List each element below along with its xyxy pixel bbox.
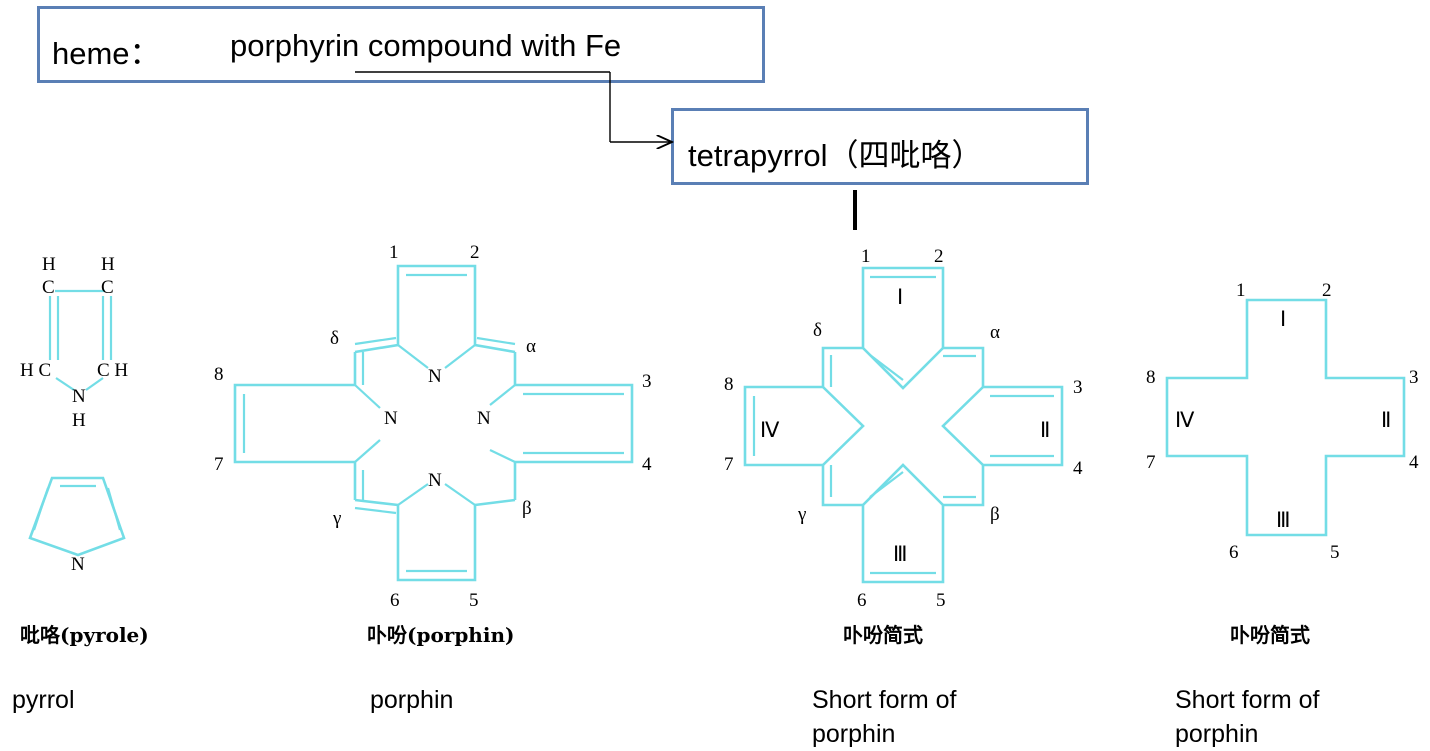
connector-arrow bbox=[355, 71, 672, 142]
porphin-pos-7: 7 bbox=[214, 454, 224, 475]
porphin-pos-1: 1 bbox=[389, 242, 399, 263]
sf1-pos-8: 8 bbox=[724, 374, 734, 395]
pyrrole-h-bottom: H bbox=[72, 410, 86, 431]
porphin-n-right: N bbox=[477, 408, 491, 429]
sf1-gamma: γ bbox=[797, 504, 806, 525]
pyrrole-ring-n: N bbox=[71, 554, 85, 575]
pyrrole-c2: C bbox=[101, 277, 114, 298]
sf2-pos-6: 6 bbox=[1229, 542, 1239, 563]
porphin-n-bottom: N bbox=[428, 470, 442, 491]
porphin-beta: β bbox=[522, 498, 532, 519]
porphin-pos-4: 4 bbox=[642, 454, 652, 475]
sf2-pos-1: 1 bbox=[1236, 280, 1246, 301]
sf1-ring-1: Ⅰ bbox=[897, 285, 903, 309]
porphin-n-left: N bbox=[384, 408, 398, 429]
sf1-pos-6: 6 bbox=[857, 590, 867, 611]
pyrrole-structure: H H C C H C C H N H N bbox=[20, 254, 128, 575]
short-form-2-structure: Ⅰ Ⅱ Ⅲ Ⅳ 1 2 3 4 5 6 7 8 bbox=[1146, 280, 1419, 563]
sf1-beta: β bbox=[990, 504, 1000, 525]
porphin-pos-3: 3 bbox=[642, 371, 652, 392]
sf2-pos-7: 7 bbox=[1146, 452, 1156, 473]
tetrapyrrol-label: tetrapyrrol（四吡咯） bbox=[688, 138, 983, 173]
heme-term: heme： bbox=[52, 36, 161, 71]
porphin-n-top: N bbox=[428, 366, 442, 387]
tetrapyrrol-box bbox=[671, 108, 1089, 185]
porphin-alpha: α bbox=[526, 336, 536, 357]
sf2-pos-5: 5 bbox=[1330, 542, 1340, 563]
sf1-pos-2: 2 bbox=[934, 246, 944, 267]
sf1-ring-2: Ⅱ bbox=[1040, 418, 1050, 442]
heme-definition: porphyrin compound with Fe bbox=[230, 28, 622, 63]
pyrrole-caption-cn: 吡咯(pyrole) bbox=[20, 623, 149, 647]
pyrrole-n: N bbox=[72, 386, 86, 407]
porphin-pos-8: 8 bbox=[214, 364, 224, 385]
porphin-pos-6: 6 bbox=[390, 590, 400, 611]
sf1-ring-4: Ⅳ bbox=[760, 418, 780, 442]
sf1-pos-5: 5 bbox=[936, 590, 946, 611]
sf2-ring-3: Ⅲ bbox=[1276, 508, 1290, 532]
short-form-1-structure: Ⅰ Ⅱ Ⅲ Ⅳ 1 2 3 4 5 6 7 8 α β γ δ bbox=[724, 246, 1083, 611]
porphin-gamma: γ bbox=[332, 508, 341, 529]
sf2-caption-en-line1: Short form of bbox=[1175, 686, 1320, 714]
sf1-caption-en: Short form of porphin bbox=[812, 683, 957, 751]
pyrrole-caption-en: pyrrol bbox=[12, 686, 75, 714]
sf2-ring-4: Ⅳ bbox=[1175, 408, 1195, 432]
pyrrole-c1: C bbox=[42, 277, 55, 298]
pyrrole-h1: H bbox=[42, 254, 56, 275]
sf2-pos-8: 8 bbox=[1146, 367, 1156, 388]
porphin-caption-en: porphin bbox=[370, 686, 454, 714]
sf1-pos-4: 4 bbox=[1073, 458, 1083, 479]
sf2-pos-2: 2 bbox=[1322, 280, 1332, 301]
sf2-caption-en: Short form of porphin bbox=[1175, 683, 1320, 751]
sf1-caption-en-line2: porphin bbox=[812, 720, 896, 748]
sf1-caption-cn: 卟吩简式 bbox=[843, 623, 923, 647]
sf1-pos-3: 3 bbox=[1073, 377, 1083, 398]
pyrrole-ch-right: C H bbox=[97, 360, 128, 381]
pyrrole-h2: H bbox=[101, 254, 115, 275]
sf1-pos-1: 1 bbox=[861, 246, 871, 267]
porphin-delta: δ bbox=[330, 328, 339, 349]
sf1-delta: δ bbox=[813, 320, 822, 341]
porphin-pos-2: 2 bbox=[470, 242, 480, 263]
sf1-caption-en-line1: Short form of bbox=[812, 686, 957, 714]
sf2-ring-2: Ⅱ bbox=[1381, 408, 1391, 432]
sf2-pos-4: 4 bbox=[1409, 452, 1419, 473]
heme-box bbox=[37, 6, 765, 83]
sf1-alpha: α bbox=[990, 322, 1000, 343]
porphin-structure: N N N N 1 2 3 4 5 6 7 8 α β γ δ bbox=[214, 242, 652, 611]
pyrrole-hc-left: H C bbox=[20, 360, 51, 381]
sf2-caption-cn: 卟吩简式 bbox=[1230, 623, 1310, 647]
sf2-caption-en-line2: porphin bbox=[1175, 720, 1259, 748]
porphin-caption-cn: 卟吩(porphin) bbox=[367, 623, 515, 647]
porphin-pos-5: 5 bbox=[469, 590, 479, 611]
sf1-pos-7: 7 bbox=[724, 454, 734, 475]
sf2-ring-1: Ⅰ bbox=[1280, 307, 1286, 331]
sf2-pos-3: 3 bbox=[1409, 367, 1419, 388]
sf1-ring-3: Ⅲ bbox=[893, 542, 907, 566]
